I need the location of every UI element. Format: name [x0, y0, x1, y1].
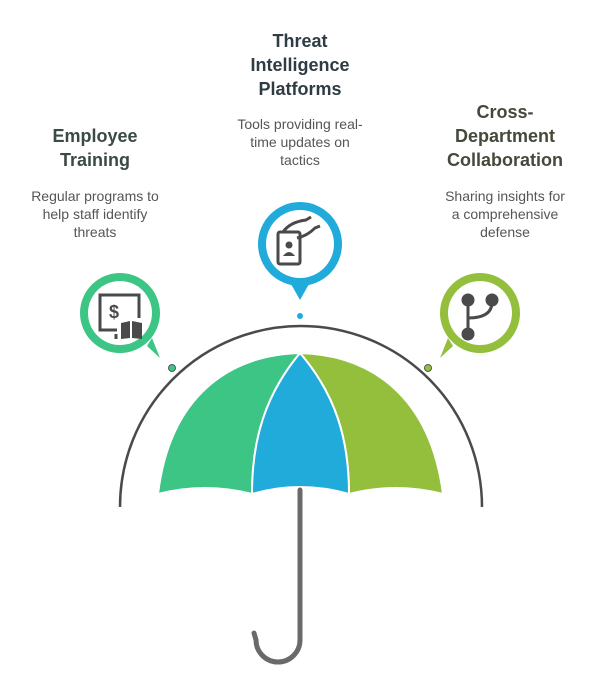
- arc-dot-threat: [296, 312, 304, 320]
- monitor-dollar-book-icon: $: [98, 293, 142, 339]
- title-line: Platforms: [258, 79, 342, 99]
- desc-line: defense: [480, 224, 530, 240]
- title-line: Training: [59, 150, 130, 170]
- title-line: Department: [454, 126, 556, 146]
- threat-intelligence-desc: Tools providing real- time updates on ta…: [220, 115, 380, 169]
- cross-department-desc: Sharing insights for a comprehensive def…: [425, 187, 585, 241]
- title-line: Collaboration: [447, 150, 563, 170]
- desc-line: threats: [73, 224, 117, 240]
- desc-line: a comprehensive: [451, 206, 559, 222]
- desc-line: Regular programs to: [31, 188, 159, 204]
- desc-line: time updates on: [250, 134, 350, 150]
- title-line: Intelligence: [250, 55, 350, 75]
- desc-line: tactics: [280, 152, 320, 168]
- title-line: Threat: [272, 31, 328, 51]
- title-line: Cross-: [476, 102, 534, 122]
- id-badge-hand-icon: [276, 215, 321, 266]
- employee-training-title: Employee Training: [20, 124, 170, 172]
- umbrella-handle: [251, 487, 303, 665]
- threat-intelligence-title: Threat Intelligence Platforms: [225, 29, 375, 101]
- desc-line: Sharing insights for: [445, 188, 565, 204]
- cross-department-bubble: [440, 273, 520, 358]
- employee-training-bubble: $: [80, 273, 160, 358]
- arc-dot-cross: [424, 364, 432, 372]
- desc-line: help staff identify: [42, 206, 148, 222]
- branch-icon: [461, 293, 499, 341]
- title-line: Employee: [52, 126, 138, 146]
- canopy-center-panel: [250, 351, 351, 496]
- arc-dot-employee: [168, 364, 176, 372]
- outer-arc: [118, 324, 484, 508]
- cross-department-title: Cross- Department Collaboration: [425, 100, 585, 172]
- desc-line: Tools providing real-: [237, 116, 363, 132]
- svg-text:$: $: [109, 302, 119, 322]
- threat-intelligence-bubble: [258, 202, 342, 300]
- employee-training-desc: Regular programs to help staff identify …: [15, 187, 175, 241]
